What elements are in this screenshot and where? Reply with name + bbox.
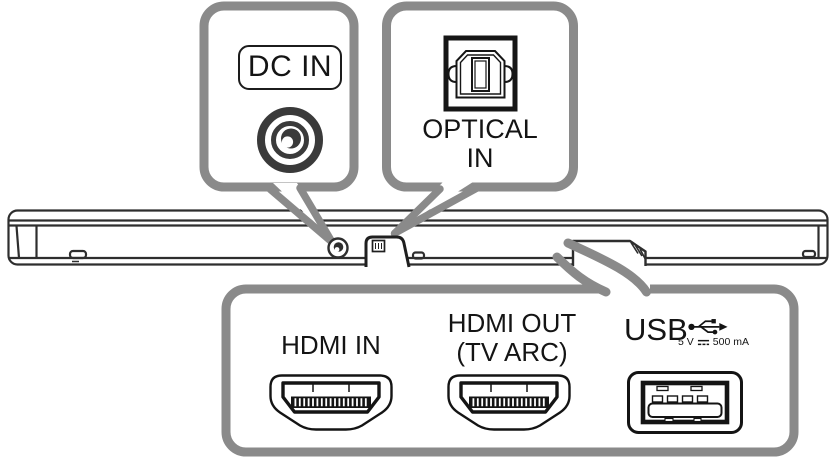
ports-curved-pointer (552, 238, 651, 297)
hdmi-out-label: HDMI OUT (TV ARC) (412, 309, 612, 367)
usb-rating-current: 500 mA (712, 336, 749, 348)
dc-in-label: DC IN (238, 45, 342, 90)
optical-in-label-line1: OPTICAL (422, 114, 538, 144)
dc-jack (327, 237, 349, 259)
optical-in-pointer (390, 182, 481, 238)
left-slot (68, 249, 88, 260)
usb-rating-voltage: 5 V (678, 336, 694, 348)
bay-hatching (630, 242, 646, 259)
optical-in-label-line2: IN (466, 143, 494, 173)
hdmi-in-port-icon (269, 374, 393, 431)
optical-port-icon (443, 35, 518, 112)
hdmi-in-label: HDMI IN (281, 330, 381, 360)
hdmi-out-label-line2: (TV ARC) (456, 337, 568, 367)
hdmi-out-label-line1: HDMI OUT (447, 308, 577, 338)
dc-in-pointer (266, 183, 336, 246)
middle-slot (411, 251, 426, 260)
dc-plug-icon (257, 107, 323, 173)
dc-in-callout (199, 1, 359, 192)
usb-trident-icon (688, 319, 728, 335)
dc-voltage-icon (697, 339, 709, 345)
usb-rating: 5 V 500 mA (678, 336, 749, 348)
hdmi-out-port-icon (447, 374, 571, 431)
usb-label: USB (624, 312, 688, 347)
optical-port-housing (364, 235, 411, 268)
right-slot (801, 249, 817, 259)
optical-in-label: OPTICAL IN (380, 115, 580, 173)
usb-port-icon (627, 371, 743, 434)
